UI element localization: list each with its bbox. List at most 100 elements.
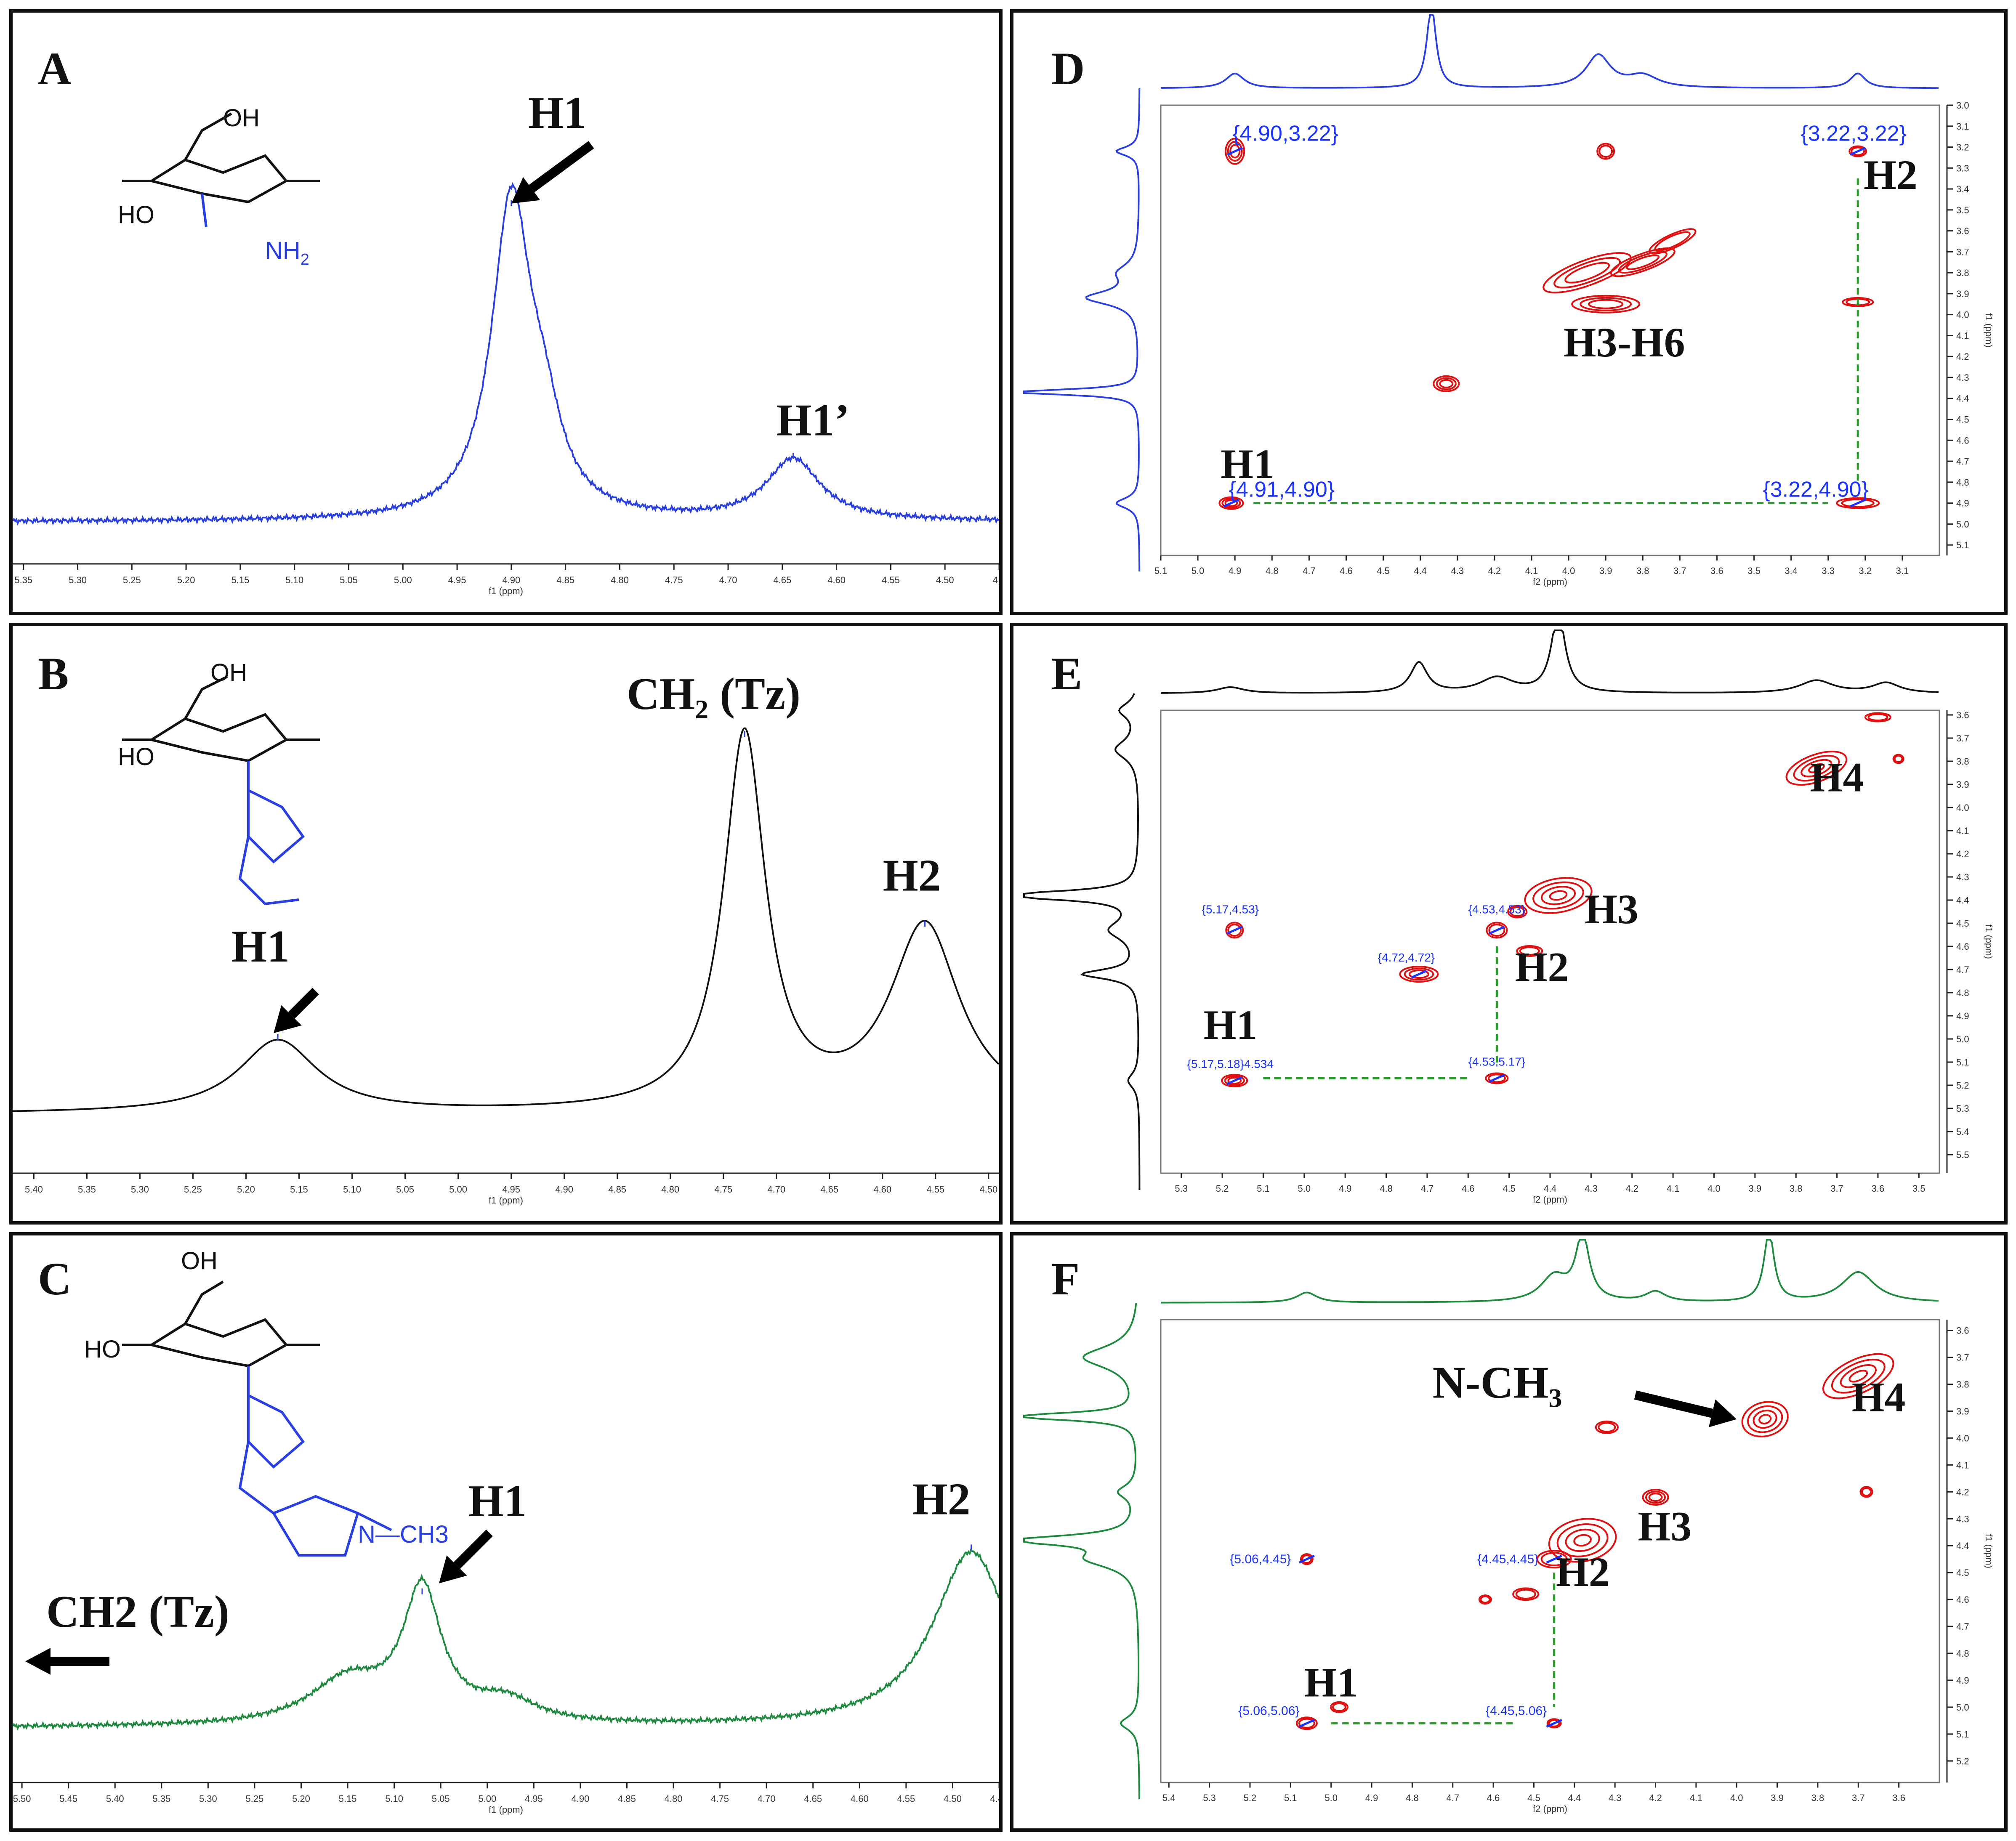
crosspeak-marker-F bbox=[1298, 1719, 1315, 1728]
y-tick-label-D: 4.5 bbox=[1956, 414, 1969, 425]
x-tick-label-D: 4.8 bbox=[1266, 566, 1279, 576]
x-tick-label-F: 4.1 bbox=[1690, 1793, 1703, 1803]
x-tick-label-C: 4.55 bbox=[897, 1793, 915, 1804]
y-tick-label-F: 4.1 bbox=[1956, 1460, 1969, 1470]
contour-E bbox=[1408, 970, 1429, 979]
peak-arrow-A-shaft bbox=[529, 141, 594, 193]
contour-E bbox=[1540, 886, 1576, 905]
panel-e-label: E bbox=[1051, 648, 1082, 699]
x-tick-label-A: 5.15 bbox=[231, 575, 250, 585]
y-tick-label-D: 4.4 bbox=[1956, 393, 1969, 404]
contour-E bbox=[1488, 924, 1505, 937]
contour-D bbox=[1433, 375, 1460, 392]
contour-F bbox=[1548, 1719, 1560, 1727]
proton-label-E: H2 bbox=[1515, 944, 1569, 991]
x-tick-label-C: 4.95 bbox=[525, 1793, 543, 1804]
chem-ho: HO bbox=[118, 201, 154, 228]
y-tick-label-E: 4.8 bbox=[1956, 988, 1969, 998]
x-tick-label-C: 4.65 bbox=[804, 1793, 822, 1804]
contour-D bbox=[1588, 299, 1624, 309]
contour-F bbox=[1648, 1493, 1663, 1502]
x-tick-label-A: 5.00 bbox=[394, 575, 412, 585]
x-tick-label-F: 4.5 bbox=[1527, 1793, 1540, 1803]
contour-D bbox=[1598, 144, 1613, 158]
plot-frame-D bbox=[1160, 104, 1940, 556]
crosspeak-marker-E bbox=[1411, 970, 1427, 979]
y-tick-label-E: 4.0 bbox=[1956, 802, 1969, 813]
crosspeak-label-D: {3.22,4.90} bbox=[1763, 478, 1869, 502]
x-tick-label-E: 4.8 bbox=[1380, 1183, 1393, 1194]
contour-F bbox=[1848, 1370, 1868, 1383]
x-tick-label-D: 3.8 bbox=[1636, 566, 1649, 576]
x-tick-label-B: 5.40 bbox=[25, 1184, 43, 1195]
y-tick-label-D: 4.9 bbox=[1956, 498, 1969, 509]
x-tick-label-F: 3.7 bbox=[1852, 1793, 1865, 1803]
x-tick-label-E: 3.9 bbox=[1749, 1183, 1762, 1194]
contour-F bbox=[1598, 1422, 1616, 1433]
y-tick-label-D: 3.3 bbox=[1956, 163, 1969, 173]
y-tick-label-E: 3.7 bbox=[1956, 733, 1969, 744]
contour-F bbox=[1822, 1353, 1894, 1399]
peak-arrow-C-head bbox=[439, 1555, 467, 1583]
contour-F bbox=[1840, 1364, 1877, 1388]
contour-F bbox=[1595, 1420, 1619, 1434]
x-tick-label-F: 4.3 bbox=[1609, 1793, 1622, 1803]
contour-E bbox=[1404, 967, 1434, 981]
y-tick-label-E: 5.3 bbox=[1956, 1103, 1969, 1114]
crosspeak-label-E: {5.17,4.53} bbox=[1202, 903, 1259, 916]
panel-b-label: B bbox=[38, 648, 69, 699]
nch3-arrow-F-shaft bbox=[1634, 1390, 1713, 1418]
x-tick-label-E: 4.9 bbox=[1339, 1183, 1352, 1194]
x-tick-label-A: 5.30 bbox=[69, 575, 87, 585]
x-tick-label-A: 4.65 bbox=[773, 575, 791, 585]
peak-arrow-A-head bbox=[511, 177, 540, 204]
x-tick-label-C: 5.00 bbox=[478, 1793, 496, 1804]
contour-E bbox=[1509, 906, 1525, 917]
chem-oh-b: OH bbox=[210, 659, 247, 686]
contour-F bbox=[1298, 1718, 1315, 1729]
x-tick-label-B: 5.05 bbox=[396, 1184, 414, 1195]
spectrum-line-A bbox=[13, 182, 999, 526]
crosspeak-marker-D bbox=[1223, 499, 1239, 507]
x-tick-label-E: 4.6 bbox=[1462, 1183, 1475, 1194]
x-tick-label-F: 5.4 bbox=[1162, 1793, 1176, 1803]
y-tick-label-D: 4.1 bbox=[1956, 330, 1969, 341]
x-tick-label-A: 5.25 bbox=[123, 575, 141, 585]
x-tick-label-E: 4.7 bbox=[1421, 1183, 1434, 1194]
contour-E bbox=[1524, 877, 1593, 914]
crosspeak-marker-D bbox=[1850, 499, 1866, 507]
x-tick-label-E: 3.5 bbox=[1912, 1183, 1926, 1194]
y-tick-label-D: 3.0 bbox=[1956, 100, 1969, 111]
contour-E bbox=[1801, 759, 1832, 778]
crosspeak-label-E: {4.53,4.53} bbox=[1468, 903, 1525, 916]
x-tick-label-A: 4.75 bbox=[665, 575, 683, 585]
contour-D bbox=[1224, 499, 1238, 507]
contour-E bbox=[1867, 713, 1888, 721]
x-tick-label-B: 5.20 bbox=[237, 1184, 255, 1195]
contour-D bbox=[1553, 257, 1621, 289]
x-tick-label-D: 4.6 bbox=[1340, 566, 1353, 576]
top-projection-E bbox=[1160, 630, 1939, 694]
x-tick-label-E: 5.1 bbox=[1257, 1183, 1270, 1194]
x-tick-label-E: 4.1 bbox=[1667, 1183, 1680, 1194]
panel-f-label: F bbox=[1051, 1253, 1080, 1304]
x-axis-title-C: f1 (ppm) bbox=[489, 1804, 523, 1815]
contour-F bbox=[1741, 1401, 1789, 1437]
contour-D bbox=[1851, 146, 1865, 156]
x-tick-label-E: 5.0 bbox=[1298, 1183, 1311, 1194]
contour-E bbox=[1785, 750, 1848, 786]
spectrum-line-B bbox=[13, 727, 999, 1112]
crosspeak-label-E: {4.72,4.72} bbox=[1378, 951, 1435, 964]
imidazolium-structure-c bbox=[122, 1280, 392, 1557]
chem-nh2: NH2 bbox=[265, 237, 309, 268]
contour-D bbox=[1626, 254, 1660, 270]
y-tick-label-E: 4.1 bbox=[1956, 826, 1969, 836]
x-tick-label-D: 4.5 bbox=[1377, 566, 1390, 576]
contour-E bbox=[1224, 1075, 1245, 1086]
contour-E bbox=[1808, 763, 1825, 773]
contour-F bbox=[1753, 1410, 1777, 1429]
